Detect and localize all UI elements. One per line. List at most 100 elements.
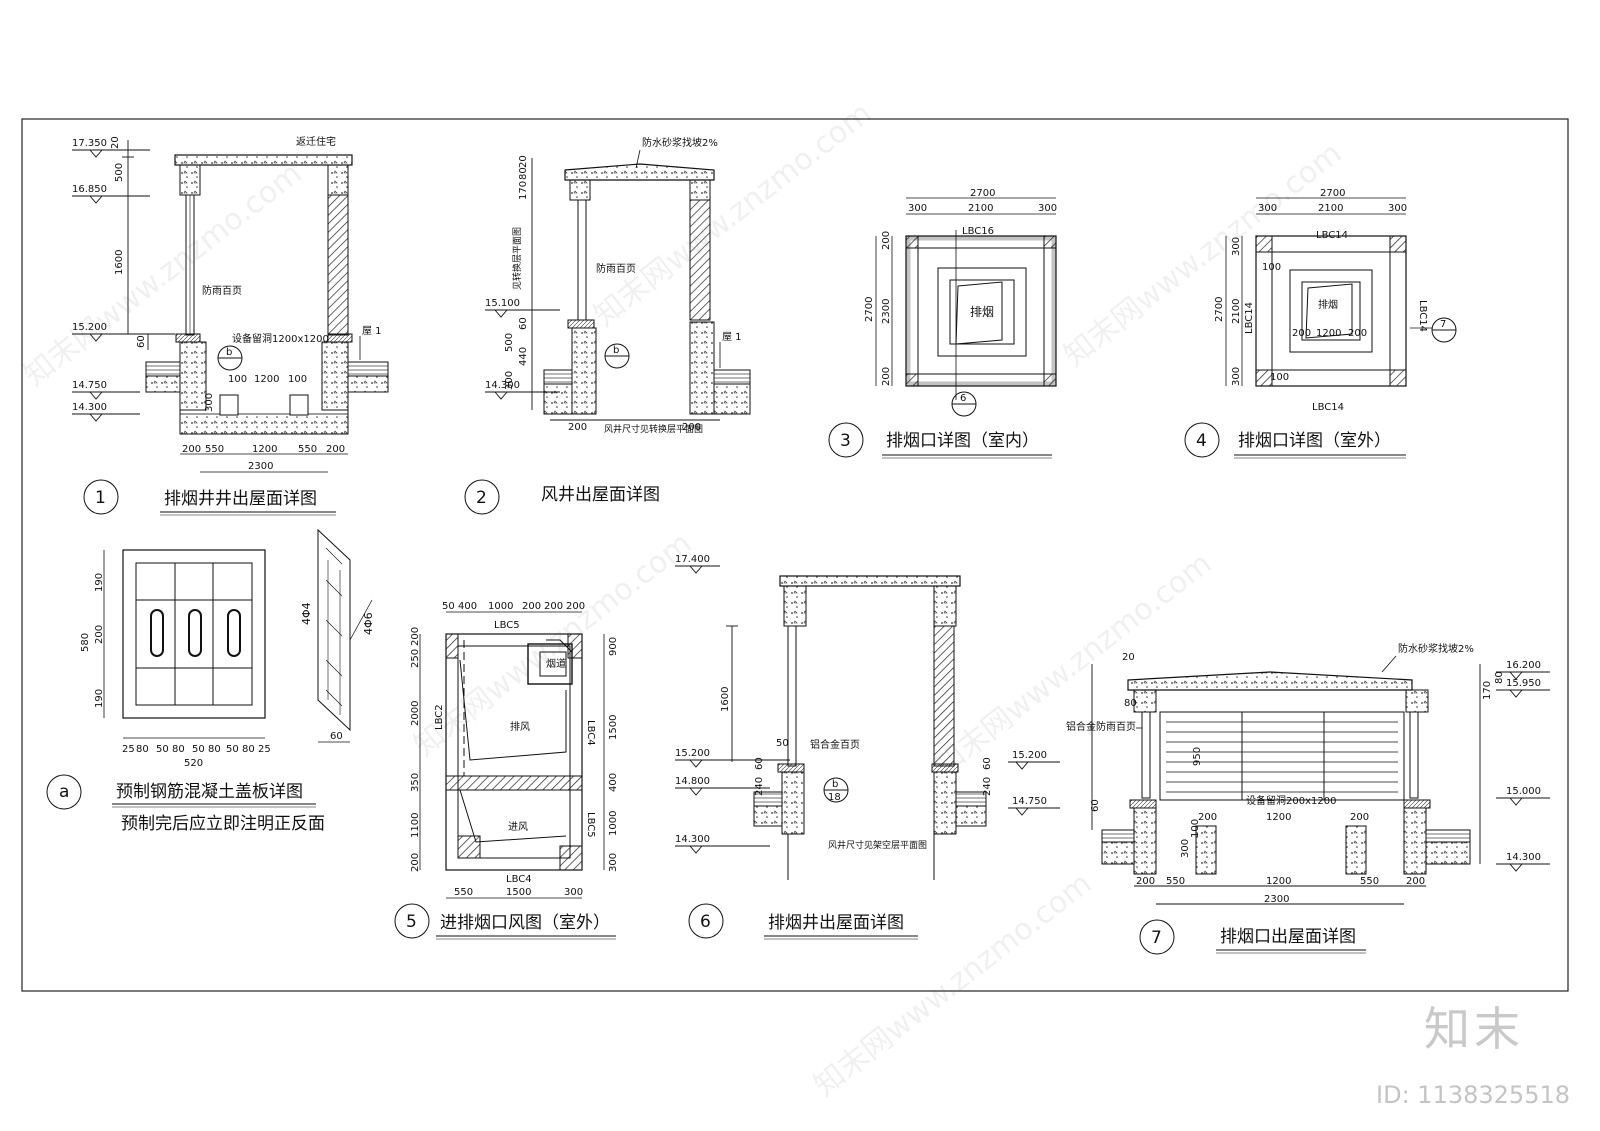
ref-label: b <box>832 779 838 790</box>
dim-label: 200 <box>1350 812 1369 823</box>
ref-label: 6 <box>960 393 966 404</box>
bottom-note: 风井尺寸见架空层平面图 <box>828 839 927 851</box>
dim-label: 300 <box>1388 203 1407 214</box>
detail-title: 排烟井出屋面详图 <box>768 913 904 933</box>
dim-label: 190 <box>94 689 105 708</box>
dim-label: 2100 <box>1231 299 1242 324</box>
level-label: 14.750 <box>1012 796 1047 807</box>
dim-label: 300 <box>1231 237 1242 256</box>
ref-label: 7 <box>1440 319 1446 330</box>
detail-number-bubble <box>46 774 82 810</box>
dim-label: 200 <box>881 367 892 386</box>
roof-label: 屋 1 <box>362 325 382 337</box>
dim-label: 900 <box>608 637 619 656</box>
detail-number-bubble <box>394 903 430 939</box>
dim-label: 80 <box>136 744 149 755</box>
bottom-note: 风井尺寸见转换层平面图 <box>604 423 703 435</box>
level-label: 17.350 <box>72 138 107 149</box>
detail-title: 排烟井井出屋面详图 <box>164 489 317 509</box>
dim-total: 2300 <box>248 461 273 472</box>
detail-3: 排烟 LBC16 6 2700 300 2100 300 2700 200 23… <box>828 188 1057 459</box>
detail-number: 3 <box>840 431 851 451</box>
dim-label: 200 <box>544 601 563 612</box>
dim-label: 200 <box>1198 812 1217 823</box>
dim-label: 80 <box>518 167 529 180</box>
dim-label: 200 <box>1292 328 1311 339</box>
dim-label: 200 <box>182 444 201 455</box>
detail-7: 防水砂浆找坡2% 铝合金防雨百页 设备留洞200x1200 <box>1066 642 1550 955</box>
beam-label: LBC2 <box>434 704 445 730</box>
dim-label: 300 <box>1038 203 1057 214</box>
dim-label: 1000 <box>488 601 513 612</box>
dim-label: 200 <box>522 601 541 612</box>
level-label: 14.300 <box>485 380 520 391</box>
dim-label: 400 <box>608 773 619 792</box>
level-label: 15.200 <box>72 322 107 333</box>
level-label: 14.300 <box>72 402 107 413</box>
level-label: 15.950 <box>1506 678 1541 689</box>
detail-number: 5 <box>406 912 417 932</box>
dim-label: 200 <box>1136 876 1155 887</box>
dim-label: 200 <box>566 601 585 612</box>
dim-label: 550 <box>205 444 224 455</box>
dim-label: 550 <box>1360 876 1379 887</box>
roof-label: 屋 1 <box>722 331 742 343</box>
level-label: 17.400 <box>675 554 710 565</box>
level-label: 14.800 <box>675 776 710 787</box>
dim-label: 100 <box>228 374 247 385</box>
ref-label: b <box>226 347 232 358</box>
dim-label: 300 <box>908 203 927 214</box>
dim-label: 100 <box>288 374 307 385</box>
dim-label: 50 <box>226 744 239 755</box>
center-label: 排烟 <box>1318 298 1338 311</box>
dim-label: 170 <box>1482 681 1493 700</box>
dim-label: 20 <box>110 136 121 149</box>
beam-label: LBC5 <box>585 812 596 838</box>
dim-label: 200 <box>1348 328 1367 339</box>
dim-label: 80 <box>242 744 255 755</box>
detail-2: 防水砂浆找坡2% 防雨百页 屋 1 b 风井尺寸见转换层平面图 见转换层平面图 … <box>464 136 751 515</box>
dim-label: 1100 <box>410 813 421 838</box>
dim-label: 300 <box>204 393 215 412</box>
dim-total: 2700 <box>1214 297 1225 322</box>
dim-label: 300 <box>504 371 515 390</box>
dim-label: 50 <box>192 744 205 755</box>
beam-label: LBC4 <box>506 874 532 885</box>
level-label: 14.300 <box>1506 852 1541 863</box>
dim-label: 300 <box>1258 203 1277 214</box>
detail-number-bubble <box>83 479 119 515</box>
louver-label: 防雨百页 <box>596 262 636 275</box>
dim-label: 200 <box>682 422 701 433</box>
dim-label: 2100 <box>968 203 993 214</box>
detail-5: 烟道 排风 进风 LBC5 LBC4 LBC2 LBC4 LBC5 50 400… <box>394 601 619 940</box>
dim-label: 60 <box>982 757 993 770</box>
level-label: 16.200 <box>1506 660 1541 671</box>
rebar-label: 4Φ4 <box>300 602 313 625</box>
dim-label: 550 <box>454 887 473 898</box>
dim-label: 50 <box>442 601 455 612</box>
dim-label: 200 <box>1406 876 1425 887</box>
dim-label: 440 <box>518 347 529 366</box>
detail-number: 2 <box>476 488 487 508</box>
dim-label: 400 <box>458 601 477 612</box>
dim-label: 80 <box>1494 671 1505 684</box>
dim-label: 1200 <box>1266 812 1291 823</box>
dim-label: 50 <box>156 744 169 755</box>
louver-label: 铝合金百页 <box>810 738 860 751</box>
dim-label: 550 <box>298 444 317 455</box>
dim-label: 60 <box>136 335 147 348</box>
dim-total: 580 <box>80 633 91 652</box>
dim-label: 1200 <box>1316 328 1341 339</box>
dim-label: 100 <box>1190 819 1201 838</box>
dim-label: 200 <box>94 625 105 644</box>
level-label: 15.000 <box>1506 786 1541 797</box>
beam-label: LBC16 <box>962 226 994 237</box>
dim-label: 1200 <box>252 444 277 455</box>
level-label: 15.200 <box>1012 750 1047 761</box>
opening-label: 设备留洞200x1200 <box>1246 794 1336 807</box>
dim-label: 2100 <box>1318 203 1343 214</box>
center-label: 排烟 <box>970 305 994 319</box>
dim-label: 100 <box>1270 372 1289 383</box>
sheet-border <box>21 118 1569 992</box>
